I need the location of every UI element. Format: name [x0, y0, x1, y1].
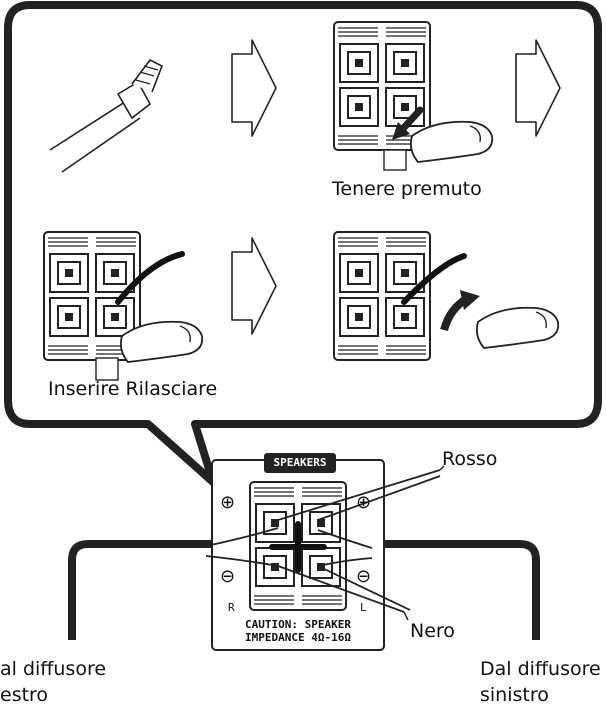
- label-dal-diffusore-sinistro-2: sinistro: [480, 684, 549, 706]
- label-dal-diffusore-destro-1: al diffusore: [0, 658, 107, 680]
- label-inserire-rilasciare: Inserire Rilasciare: [48, 378, 218, 400]
- plus-icon: ⊕: [220, 492, 236, 513]
- caution-line-2: IMPEDANCE 4Ω-16Ω: [245, 631, 351, 644]
- leader-lines: [403, 465, 445, 621]
- terminal-release-step: [333, 231, 560, 361]
- minus-icon: ⊖: [356, 566, 372, 587]
- caution-line-1: CAUTION: SPEAKER: [245, 618, 351, 631]
- red-wires: [205, 469, 441, 549]
- caution-text: CAUTION: SPEAKER IMPEDANCE 4Ω-16Ω: [212, 618, 384, 644]
- label-rosso: Rosso: [442, 448, 498, 470]
- terminal-insert-step: [43, 231, 204, 381]
- label-nero: Nero: [410, 620, 455, 642]
- label-tenere-premuto: Tenere premuto: [332, 178, 482, 200]
- plus-icon: ⊕: [356, 492, 372, 513]
- black-wires: [205, 555, 411, 613]
- speakers-badge: SPEAKERS: [273, 456, 327, 469]
- channel-right-label: R: [228, 601, 235, 614]
- center-cross: [269, 521, 327, 573]
- minus-icon: ⊖: [220, 566, 236, 587]
- stripped-wire-icon: [49, 58, 164, 173]
- terminal-press-step: [333, 21, 494, 171]
- channel-left-label: L: [360, 601, 367, 614]
- label-dal-diffusore-sinistro-1: Dal diffusore: [480, 658, 601, 680]
- label-dal-diffusore-destro-2: estro: [0, 684, 49, 706]
